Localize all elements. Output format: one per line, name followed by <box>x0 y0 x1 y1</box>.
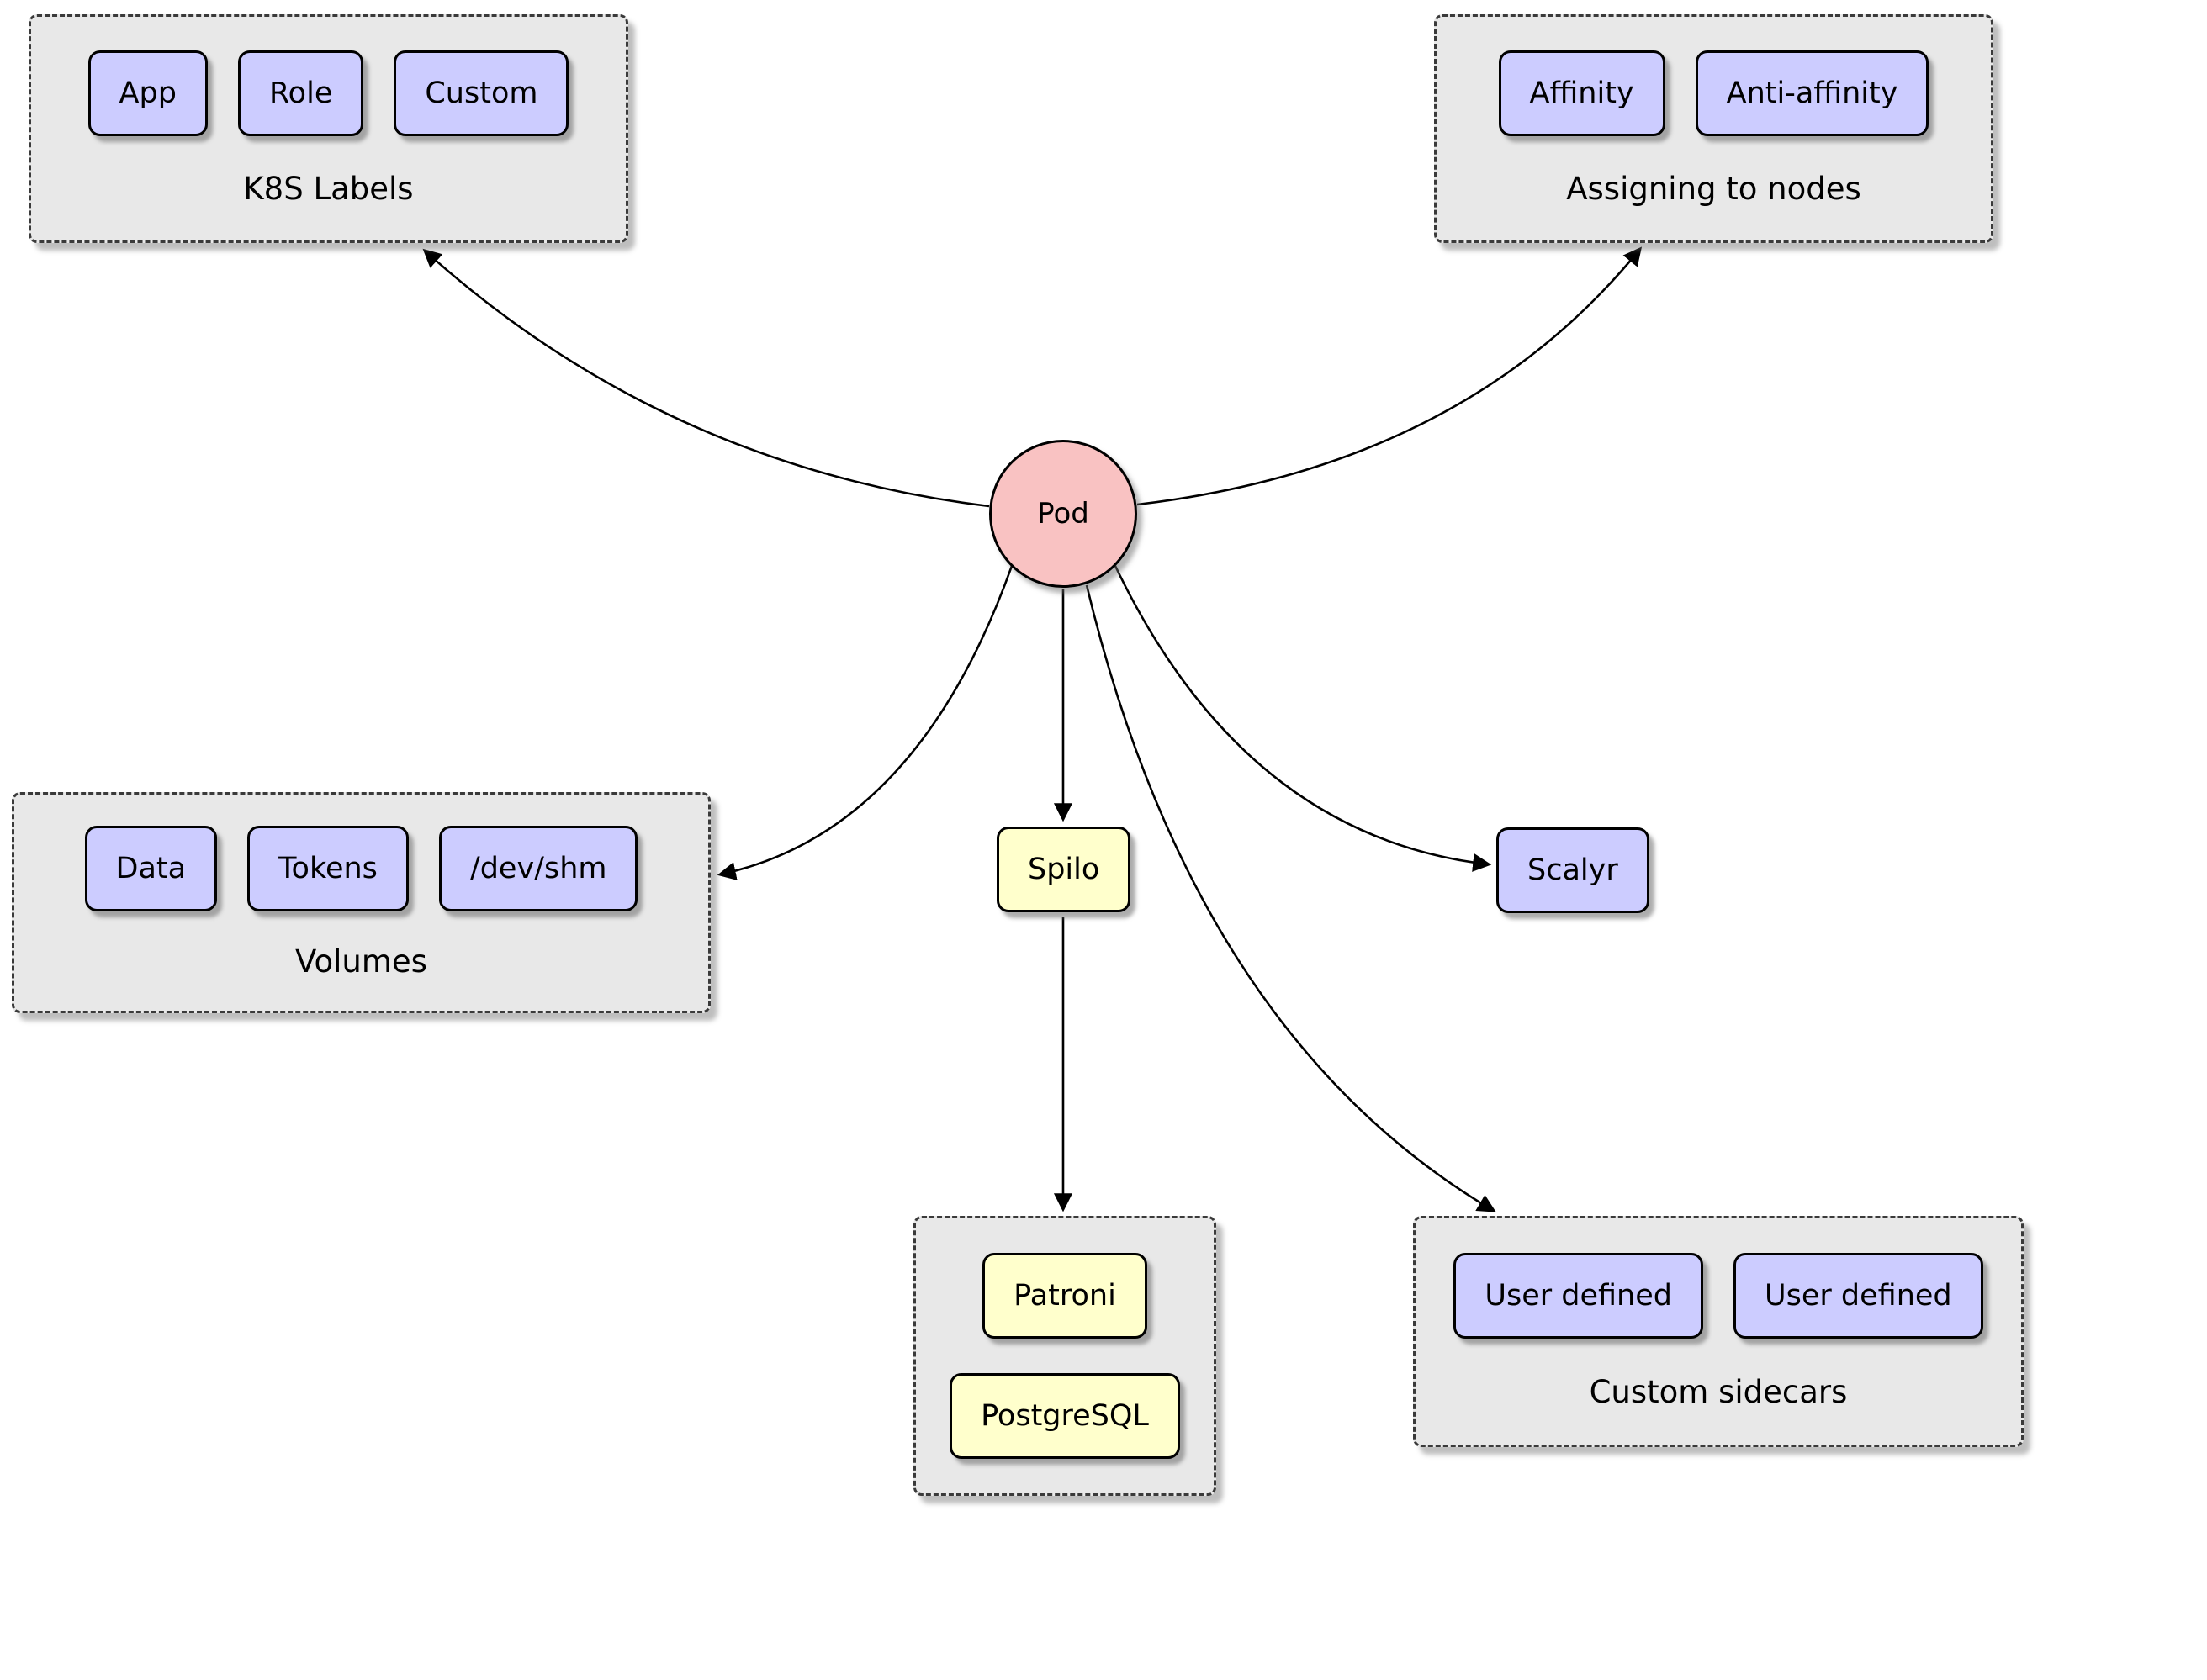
group-title-custom-sidecars: Custom sidecars <box>1589 1373 1848 1410</box>
volumes-row: Data Tokens /dev/shm <box>84 826 638 912</box>
group-volumes: Data Tokens /dev/shm Volumes <box>12 792 711 1013</box>
node-postgresql: PostgreSQL <box>950 1373 1180 1459</box>
edge-pod-to-scalyr <box>1114 565 1492 872</box>
edge-pod-to-custom-sidecars <box>1085 584 1496 1212</box>
group-title-volumes: Volumes <box>295 943 427 980</box>
node-user-defined-1: User defined <box>1453 1253 1703 1339</box>
node-patroni: Patroni <box>982 1253 1147 1339</box>
node-data: Data <box>84 826 218 912</box>
node-tokens: Tokens <box>247 826 409 912</box>
group-spilo-children: Patroni PostgreSQL <box>913 1216 1216 1496</box>
node-anti-affinity: Anti-affinity <box>1695 50 1929 137</box>
assigning-row: Affinity Anti-affinity <box>1498 50 1929 137</box>
edge-pod-to-volumes <box>717 565 1014 880</box>
group-title-assigning-to-nodes: Assigning to nodes <box>1566 170 1861 207</box>
node-app: App <box>87 50 208 137</box>
node-affinity: Affinity <box>1498 50 1665 137</box>
group-title-k8s-labels: K8S Labels <box>243 170 414 207</box>
node-spilo: Spilo <box>997 827 1131 912</box>
edge-pod-to-k8s-labels <box>422 248 990 508</box>
group-assigning-to-nodes: Affinity Anti-affinity Assigning to node… <box>1434 14 1993 243</box>
node-role: Role <box>237 50 364 137</box>
edge-pod-to-assigning <box>1136 246 1643 506</box>
node-custom: Custom <box>394 50 569 137</box>
custom-sidecars-row: User defined User defined <box>1453 1253 1983 1339</box>
node-user-defined-2: User defined <box>1733 1253 1983 1339</box>
node-scalyr: Scalyr <box>1496 827 1649 913</box>
group-custom-sidecars: User defined User defined Custom sidecar… <box>1413 1216 2024 1447</box>
node-pod: Pod <box>989 440 1137 588</box>
k8s-labels-row: App Role Custom <box>87 50 569 137</box>
group-k8s-labels: App Role Custom K8S Labels <box>29 14 628 243</box>
node-dev-shm: /dev/shm <box>438 826 638 912</box>
